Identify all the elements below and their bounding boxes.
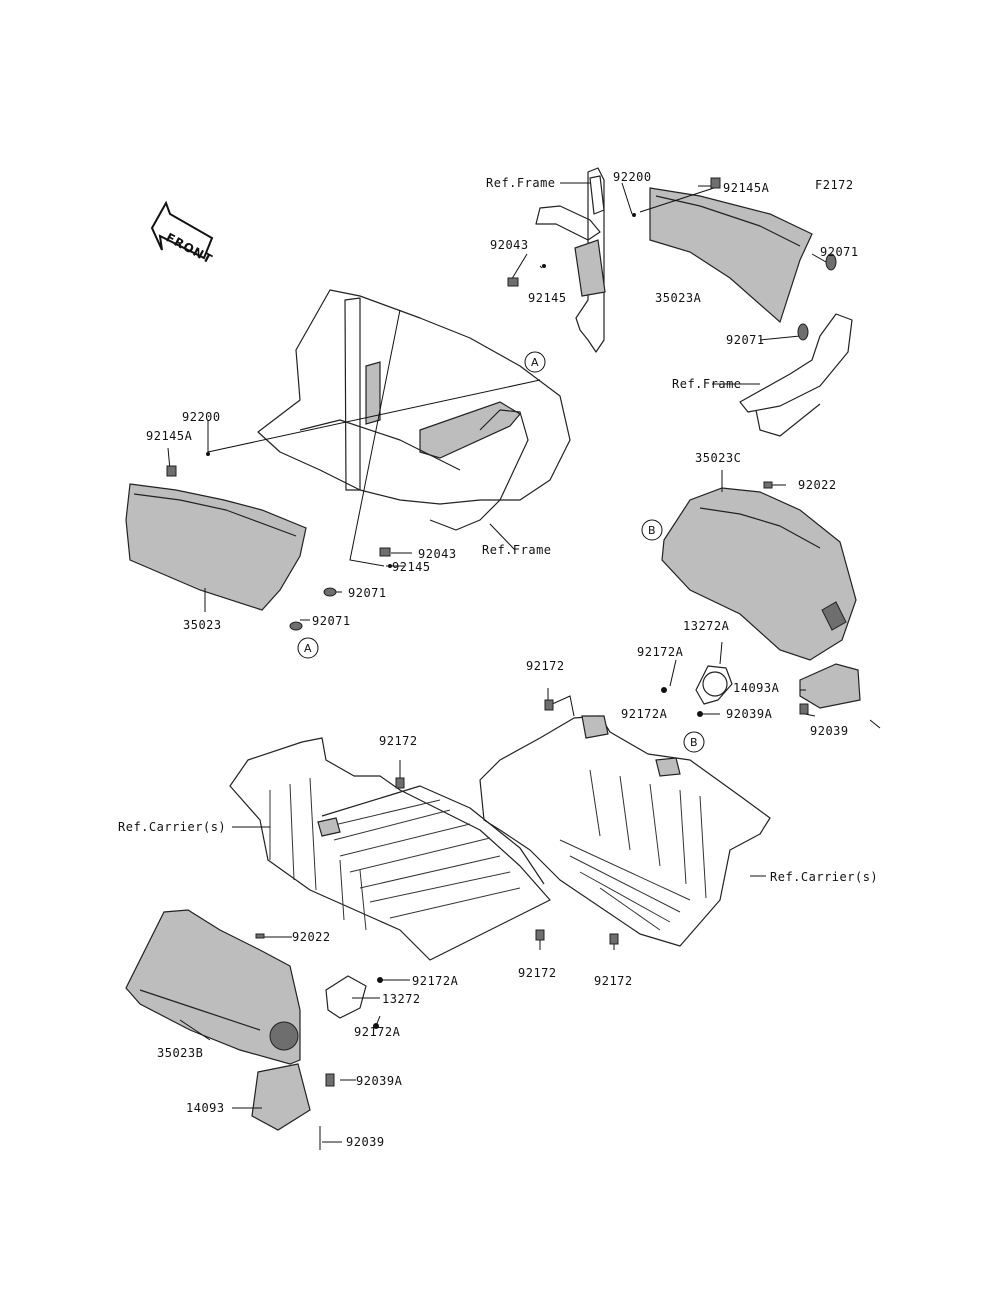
label-92043-top: 92043 — [490, 238, 529, 252]
label-13272A: 13272A — [683, 619, 730, 633]
label-92145A-left: 92145A — [146, 429, 193, 443]
label-92145-top: 92145 — [528, 291, 567, 305]
label-92172-left: 92172 — [379, 734, 418, 748]
label-92172A-left-a: 92172A — [412, 974, 459, 988]
label-92022-right: 92022 — [798, 478, 837, 492]
front-arrow-icon: FRONT — [150, 200, 215, 267]
marker-b-bottom: B — [683, 731, 705, 753]
label-92145-center: 92145 — [392, 560, 431, 574]
label-92145A-top: 92145A — [723, 181, 770, 195]
part-labels: Ref.Frame 92200 92145A 92043 92145 35023… — [118, 170, 878, 1149]
svg-text:A: A — [531, 356, 539, 369]
label-92039A-right: 92039A — [726, 707, 773, 721]
frame-center — [257, 289, 571, 531]
label-14093: 14093 — [186, 1101, 225, 1115]
label-35023: 35023 — [183, 618, 222, 632]
label-92043-center: 92043 — [418, 547, 457, 561]
label-92172-top: 92172 — [526, 659, 565, 673]
label-92172A-left-b: 92172A — [354, 1025, 401, 1039]
frame-bracket-lower-right — [739, 313, 853, 437]
bracket-13272 — [325, 975, 367, 1019]
label-92022-left: 92022 — [292, 930, 331, 944]
label-92071-top-b: 92071 — [726, 333, 765, 347]
marker-b-top: B — [641, 519, 663, 541]
label-35023C: 35023C — [695, 451, 741, 465]
marker-a-bottom: A — [297, 637, 319, 659]
label-13272: 13272 — [382, 992, 421, 1006]
label-14093A: 14093A — [733, 681, 780, 695]
label-92200-top: 92200 — [613, 170, 652, 184]
svg-text:B: B — [690, 736, 698, 749]
label-ref-frame-top: Ref.Frame — [486, 176, 556, 190]
label-ref-carrier-right: Ref.Carrier(s) — [770, 870, 878, 884]
diagram-code: F2172 — [815, 178, 854, 192]
bracket-13272A — [695, 665, 733, 705]
label-92200-left: 92200 — [182, 410, 221, 424]
label-92172-lower-left: 92172 — [518, 966, 557, 980]
label-92039-left: 92039 — [346, 1135, 385, 1149]
fender-35023 — [125, 483, 307, 611]
fender-35023A — [649, 187, 813, 324]
label-ref-carrier-left: Ref.Carrier(s) — [118, 820, 226, 834]
svg-text:A: A — [304, 642, 312, 655]
svg-text:B: B — [648, 524, 656, 537]
carrier-left — [229, 737, 551, 961]
fender-35023C — [661, 487, 861, 709]
carrier-right — [479, 715, 771, 947]
leader-lines — [167, 182, 881, 1150]
hardware-marks — [166, 177, 837, 1087]
label-ref-frame-center: Ref.Frame — [482, 543, 552, 557]
label-92172-lower-right: 92172 — [594, 974, 633, 988]
frame-bracket-right — [535, 167, 606, 353]
label-92071-top-a: 92071 — [820, 245, 859, 259]
label-ref-frame-right: Ref.Frame — [672, 377, 742, 391]
label-92039-right: 92039 — [810, 724, 849, 738]
label-92172A-right-b: 92172A — [621, 707, 668, 721]
marker-a-top: A — [524, 351, 546, 373]
label-92172A-right-a: 92172A — [637, 645, 684, 659]
label-35023B: 35023B — [157, 1046, 203, 1060]
label-92071-center-b: 92071 — [312, 614, 351, 628]
label-92039A-left: 92039A — [356, 1074, 403, 1088]
label-35023A: 35023A — [655, 291, 702, 305]
label-92071-center-a: 92071 — [348, 586, 387, 600]
fender-35023B — [125, 909, 311, 1131]
